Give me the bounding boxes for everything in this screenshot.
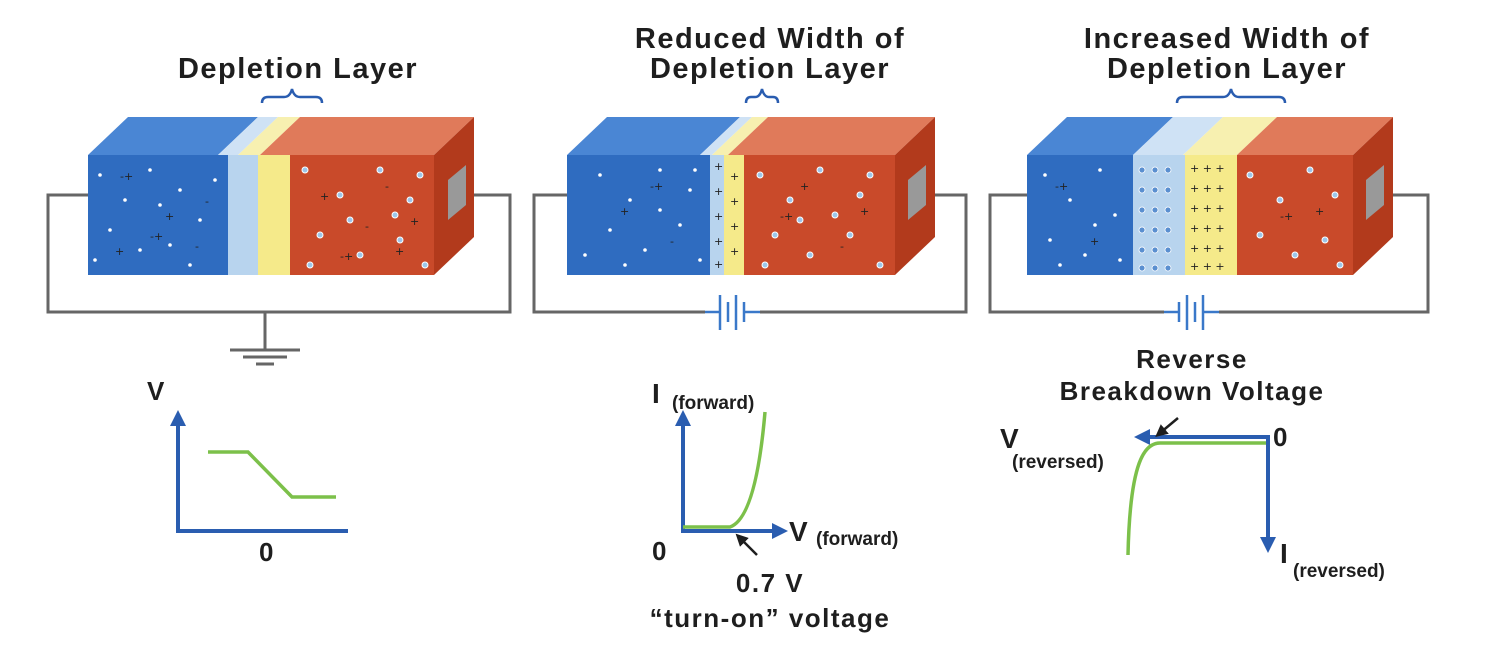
panel1-title: Depletion Layer [177, 53, 419, 85]
potential-curve [208, 450, 336, 499]
svg-text:-: - [205, 195, 209, 208]
svg-text:+: + [714, 258, 723, 271]
forward-current-curve [683, 411, 767, 529]
panel1-circuit [46, 193, 512, 366]
panel3-title-line2: Depletion Layer [1106, 53, 1348, 85]
panel2-x-label: V [789, 516, 808, 547]
panel3-title-line1: Increased Width of [1083, 23, 1371, 55]
svg-text:-: - [840, 240, 844, 253]
contact-pad [908, 165, 926, 220]
battery-icon [1164, 295, 1219, 330]
panel3-y-label: I [1280, 538, 1288, 569]
panel1-y-label: V [147, 376, 165, 406]
breakdown-label-line1: Reverse [1136, 344, 1248, 374]
panel2-title-line1: Reduced Width of [634, 23, 906, 55]
svg-text:-: - [385, 180, 389, 193]
svg-text:+: + [165, 210, 174, 223]
turn-on-label: “turn-on” voltage [649, 603, 891, 633]
svg-text:+: + [1315, 205, 1324, 218]
panel2-graph [675, 410, 788, 556]
svg-text:-: - [365, 220, 369, 233]
svg-text:-+: -+ [780, 210, 793, 223]
svg-text:+: + [800, 180, 809, 193]
svg-text:-+: -+ [1055, 180, 1068, 193]
panel3-circuit [988, 193, 1430, 330]
svg-text:-+: -+ [650, 180, 663, 193]
panel3-y-sub: (reversed) [1293, 561, 1385, 582]
svg-text:+: + [730, 220, 739, 233]
reverse-current-curve [1126, 441, 1266, 556]
panel3-graph [1126, 417, 1276, 556]
svg-text:-+: -+ [340, 250, 353, 263]
svg-text:+: + [1090, 235, 1099, 248]
contact-pad [448, 165, 466, 220]
svg-text:-: - [670, 235, 674, 248]
turn-on-arrow [735, 533, 758, 556]
panel2-circuit [532, 193, 968, 330]
panel2-diode-block: + + + + + + + + + -+ + - + - -+ + [567, 88, 935, 275]
svg-text:+ + +: + + + [1190, 182, 1225, 195]
panel3-x-sub: (reversed) [1012, 452, 1104, 473]
panel3-x-label: V [1000, 423, 1019, 454]
panel2-x-sub: (forward) [816, 529, 899, 550]
svg-text:+: + [714, 160, 723, 173]
svg-text:+ + +: + + + [1190, 222, 1225, 235]
breakdown-arrow [1155, 417, 1179, 438]
svg-text:-: - [195, 240, 199, 253]
contact-pad [1366, 165, 1384, 220]
panel3-origin-label: 0 [1273, 422, 1288, 452]
svg-text:+ + +: + + + [1190, 242, 1225, 255]
svg-text:+: + [620, 205, 629, 218]
svg-text:+: + [714, 185, 723, 198]
svg-text:+: + [410, 215, 419, 228]
svg-text:-+: -+ [120, 170, 133, 183]
svg-text:+: + [860, 205, 869, 218]
panel3-diode-block: + + + + + + + + + + + + + + + + + + -+ + -+ + [1027, 88, 1393, 275]
battery-icon [705, 295, 760, 330]
panel1-graph [170, 410, 348, 533]
svg-text:+: + [714, 235, 723, 248]
panel1-origin-label: 0 [259, 537, 274, 567]
panel1-diode-block: -++- -++- +-+ -+-+ [88, 88, 474, 275]
svg-text:+: + [730, 195, 739, 208]
panel2-title-line2: Depletion Layer [649, 53, 891, 85]
svg-text:+ + +: + + + [1190, 202, 1225, 215]
svg-text:+ + +: + + + [1190, 162, 1225, 175]
svg-text:-+: -+ [1280, 210, 1293, 223]
svg-text:+: + [730, 245, 739, 258]
svg-text:+: + [320, 190, 329, 203]
panel2-y-label: I [652, 378, 660, 409]
ground-icon [230, 348, 300, 366]
svg-text:+: + [730, 170, 739, 183]
svg-text:+: + [395, 245, 404, 258]
svg-text:-+: -+ [150, 230, 163, 243]
panel2-origin-label: 0 [652, 536, 667, 566]
svg-text:+: + [115, 245, 124, 258]
turn-on-value: 0.7 V [735, 568, 805, 598]
svg-text:+: + [714, 210, 723, 223]
breakdown-label-line2: Breakdown Voltage [1059, 376, 1325, 406]
panel2-y-sub: (forward) [672, 393, 755, 414]
svg-text:+ + +: + + + [1190, 260, 1225, 273]
